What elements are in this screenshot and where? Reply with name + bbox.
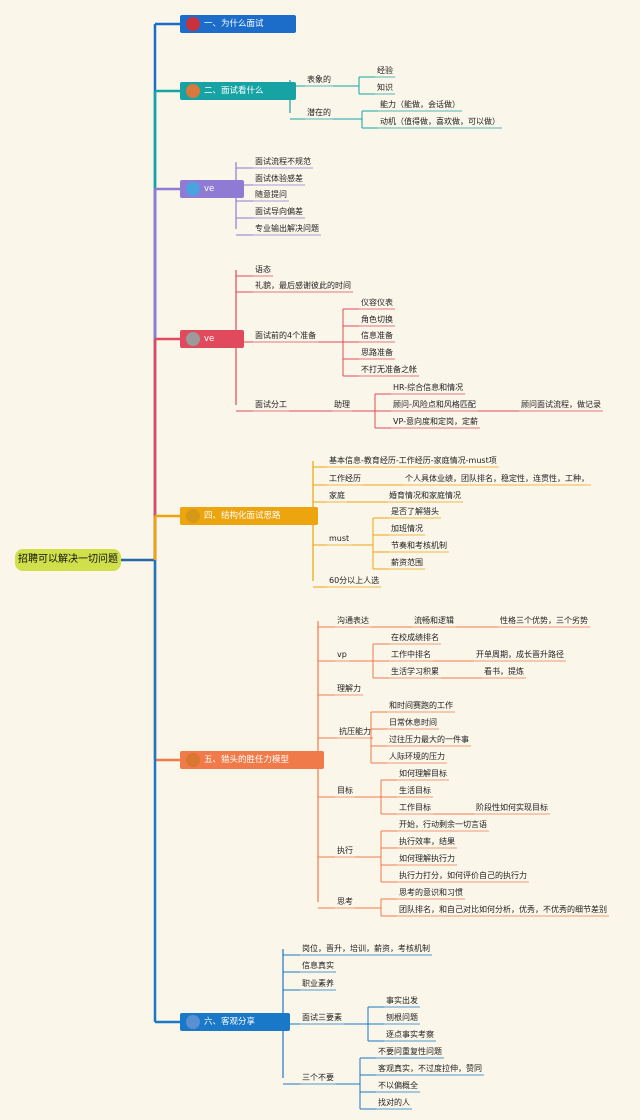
number-6-icon (186, 753, 200, 767)
node-subtopic: 经验 (377, 66, 393, 75)
node-topic: 专业输出解决问题 (255, 224, 319, 233)
node-subtopic: 生活目标 (399, 786, 431, 795)
node-subtopic: 知识 (377, 83, 393, 92)
node-topic: 表象的 (307, 75, 331, 84)
number-4-icon (186, 332, 200, 346)
node-subtopic: 如何理解目标 (399, 769, 447, 778)
node-topic: 面试流程不规范 (255, 157, 311, 166)
node-topic: vp (337, 650, 347, 659)
node-topic: 面试体验感差 (255, 174, 303, 183)
node-subtopic: 日常休息时间 (389, 718, 437, 727)
node-topic: 理解力 (337, 684, 361, 693)
node-topic: 执行 (337, 846, 353, 855)
node-subtopic: 思路准备 (361, 348, 393, 357)
node-topic: 目标 (337, 786, 353, 795)
main-topic-4[interactable]: ve (180, 330, 244, 348)
node-subtopic: 婚育情况和家庭情况 (389, 491, 461, 500)
main-topic-label: ve (204, 184, 215, 194)
node-topic: 信息真实 (302, 961, 334, 970)
node-topic: 语态 (255, 265, 271, 274)
node-subtopic: 助理 (334, 400, 350, 409)
node-subtopic: 思考的意识和习惯 (399, 888, 463, 897)
node-subtopic: 是否了解猎头 (391, 507, 439, 516)
node-topic: 思考 (337, 897, 353, 906)
node-subtopic: 工作中排名 (391, 650, 431, 659)
node-subtopic: 人际环境的压力 (389, 752, 445, 761)
node-topic: 岗位，晋升，培训，薪资，考核机制 (302, 944, 430, 953)
node-topic: 基本信息-教育经历-工作经历-家庭情况-must项 (329, 456, 497, 465)
node-topic: 潜在的 (307, 108, 331, 117)
node-subtopic: 团队排名，和自己对比如何分析，优秀，不优秀的细节差别 (399, 905, 607, 914)
node-topic: 沟通表达 (337, 616, 369, 625)
main-topic-label: 四、结构化面试思路 (204, 511, 281, 521)
main-topic-2[interactable]: 二、面试看什么 (180, 82, 296, 100)
node-subtopic: 顾问面试流程，做记录 (521, 400, 601, 409)
node-subtopic: 客观真实，不过度拉伸，赞同 (378, 1064, 482, 1073)
main-topic-6[interactable]: 五、猎头的胜任力模型 (180, 751, 324, 769)
node-topic: 抗压能力 (339, 727, 371, 736)
node-subtopic: HR-综合信息和情况 (393, 383, 464, 392)
node-subtopic: 找对的人 (378, 1098, 410, 1107)
node-subtopic: 逐点事实考察 (386, 1030, 434, 1039)
node-subtopic: 薪资范围 (391, 558, 423, 567)
root-topic[interactable]: 招聘可以解决一切问题 (15, 549, 121, 571)
node-subtopic: 加班情况 (391, 524, 423, 533)
number-3-icon (186, 182, 200, 196)
node-subtopic: 性格三个优势，三个劣势 (500, 616, 588, 625)
main-topic-label: 五、猎头的胜任力模型 (204, 755, 290, 765)
node-subtopic: 开单周期，成长晋升路径 (476, 650, 564, 659)
node-subtopic: 仪容仪表 (361, 298, 393, 307)
number-5-icon (186, 509, 200, 523)
node-topic: 职业素养 (302, 979, 334, 988)
number-1-icon (186, 17, 200, 31)
node-subtopic: 流畅和逻辑 (414, 616, 454, 625)
node-topic: 60分以上人选 (329, 576, 380, 585)
node-subtopic: 信息准备 (361, 331, 393, 340)
node-subtopic: 事实出发 (386, 996, 418, 1005)
node-subtopic: 动机（值得做，喜欢做，可以做） (380, 117, 500, 126)
node-topic: 随意提问 (255, 190, 287, 199)
node-topic: 面试分工 (255, 400, 287, 409)
node-subtopic: 看书，提炼 (484, 667, 524, 676)
node-subtopic: 执行力打分，如何评价自己的执行力 (399, 871, 527, 880)
node-subtopic: 个人具体业绩，团队排名，稳定性，连贯性，工种， (405, 474, 589, 483)
node-subtopic: 刨根问题 (386, 1013, 418, 1022)
node-topic: 面试前的4个准备 (255, 331, 317, 340)
node-subtopic: 和时间赛跑的工作 (389, 701, 453, 710)
main-topic-5[interactable]: 四、结构化面试思路 (180, 507, 318, 525)
main-topic-label: 六、客观分享 (204, 1017, 256, 1027)
node-subtopic: 不以偏概全 (378, 1081, 418, 1090)
node-subtopic: 开始，行动剩余一切言语 (399, 820, 487, 829)
node-subtopic: 不要问重复性问题 (378, 1047, 442, 1056)
node-subtopic: 工作目标 (399, 803, 431, 812)
main-topic-1[interactable]: 一、为什么面试 (180, 15, 296, 33)
node-subtopic: 顾问-风险点和风格匹配 (393, 400, 476, 409)
main-topic-label: ve (204, 334, 215, 344)
node-topic: 面试三要素 (302, 1013, 342, 1022)
node-topic: must (329, 534, 350, 543)
node-topic: 三个不要 (302, 1073, 334, 1082)
node-subtopic: 节奏和考核机制 (391, 541, 447, 550)
node-subtopic: 不打无准备之帐 (361, 365, 417, 374)
main-topic-7[interactable]: 六、客观分享 (180, 1013, 290, 1031)
node-subtopic: 在校成绩排名 (391, 633, 439, 642)
node-topic: 礼貌，最后感谢彼此的时间 (255, 281, 351, 290)
node-subtopic: 过往压力最大的一件事 (389, 735, 469, 744)
number-7-icon (186, 1015, 200, 1029)
main-topic-label: 二、面试看什么 (204, 86, 264, 96)
main-topic-3[interactable]: ve (180, 180, 244, 198)
node-subtopic: VP-意向度和定岗，定薪 (393, 417, 479, 426)
node-subtopic: 能力（能做，会话做） (380, 100, 460, 109)
node-subtopic: 执行效率，结果 (399, 837, 455, 846)
node-topic: 工作经历 (329, 474, 361, 483)
node-subtopic: 阶段性如何实现目标 (476, 803, 548, 812)
number-2-icon (186, 84, 200, 98)
node-topic: 面试导向偏差 (255, 207, 303, 216)
main-topic-label: 一、为什么面试 (204, 19, 264, 29)
node-subtopic: 生活学习积累 (391, 667, 439, 676)
node-subtopic: 角色切换 (361, 315, 393, 324)
node-subtopic: 如何理解执行力 (399, 854, 455, 863)
node-topic: 家庭 (329, 491, 345, 500)
